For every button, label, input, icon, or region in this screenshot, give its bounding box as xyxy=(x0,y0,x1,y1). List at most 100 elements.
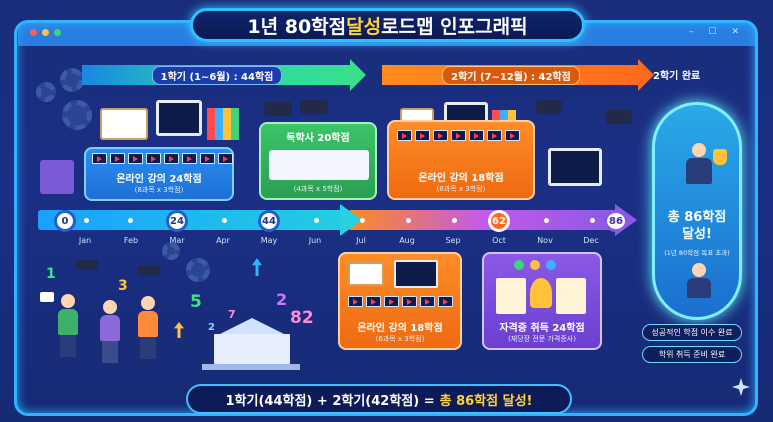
month-label: Mar xyxy=(169,236,185,245)
status-pill-credits: 성공적인 학점 이수 완료 xyxy=(642,324,742,341)
graduation-cap-icon xyxy=(536,100,562,114)
semester2-done-label: 2학기 완료 xyxy=(653,71,701,82)
student-icon xyxy=(58,294,78,357)
deco-number: 2 xyxy=(208,322,215,333)
deco-number: 1 xyxy=(46,266,56,282)
video-monitor-icon xyxy=(433,130,448,141)
timeline-tick xyxy=(222,218,227,223)
video-monitor-icon xyxy=(438,296,453,307)
open-book-icon xyxy=(348,262,384,286)
monitor-icon xyxy=(548,148,602,186)
gear-icon xyxy=(60,68,84,92)
student-icon xyxy=(138,296,158,359)
summary-banner: 1학기(44학점) + 2학기(42학점) = 총 86학점 달성! xyxy=(186,384,572,414)
video-monitor-icon xyxy=(200,153,215,164)
graduation-cap-icon xyxy=(606,110,632,124)
monitor-row xyxy=(92,153,233,164)
video-monitor-icon xyxy=(397,130,412,141)
card-certificate-24: 자격증 취득 24학점 (재당장 전문 가격증사) xyxy=(482,252,602,350)
video-monitor-icon xyxy=(218,153,233,164)
video-monitor-icon xyxy=(384,296,399,307)
card-self-study-20: 독학사 20학점 (4과목 x 5학점) xyxy=(259,122,377,200)
video-monitor-icon xyxy=(366,296,381,307)
summary-highlight: 총 86학점 달성! xyxy=(439,393,533,409)
timeline-tick xyxy=(544,218,549,223)
video-monitor-icon xyxy=(146,153,161,164)
month-label: Jan xyxy=(78,236,92,245)
card-subtitle: (6과목 x 3학점) xyxy=(436,185,486,193)
timeline-tick xyxy=(452,218,457,223)
card-title: 독학사 20학점 xyxy=(286,133,350,144)
milestone-node: 86 xyxy=(604,210,628,232)
card-subtitle: (재당장 전문 가격증사) xyxy=(508,335,576,343)
card-subtitle: (6과목 x 3학점) xyxy=(375,335,425,343)
card-online-18-a: 온라인 강의 18학점 (6과목 x 3학점) xyxy=(387,120,535,200)
graduate-with-trophy-icon xyxy=(679,263,719,303)
deco-number: 7 xyxy=(228,308,236,321)
badge-row xyxy=(514,260,556,270)
timeline-tick xyxy=(128,218,133,223)
student-icon xyxy=(100,300,120,363)
video-monitor-icon xyxy=(92,153,107,164)
card-subtitle: (4과목 x 5학점) xyxy=(293,185,343,193)
video-monitor-icon xyxy=(402,296,417,307)
window-dots xyxy=(30,29,61,36)
window-controls[interactable]: – ☐ ✕ xyxy=(689,27,745,37)
medal-icon xyxy=(530,278,552,308)
card-title: 온라인 강의 24학점 xyxy=(116,174,202,185)
video-monitor-icon xyxy=(182,153,197,164)
milestone-node: 44 xyxy=(258,210,280,232)
month-label: Apr xyxy=(216,236,230,245)
month-label: Jun xyxy=(308,236,322,245)
close-dot-icon[interactable] xyxy=(30,29,37,36)
certificate-icon xyxy=(556,278,586,314)
semester1-label: 1학기 (1~6월) : 44학점 xyxy=(151,65,283,85)
video-monitor-icon xyxy=(110,153,125,164)
video-monitor-icon xyxy=(505,130,520,141)
gear-icon xyxy=(62,100,92,130)
graduation-cap-icon xyxy=(264,102,292,116)
month-label: Dec xyxy=(583,236,599,245)
semester2-arrow: 2학기 (7~12월) : 42학점 xyxy=(382,59,654,91)
timeline-tick xyxy=(314,218,319,223)
title-text: 1년 80학점 xyxy=(247,15,347,38)
month-label: Oct xyxy=(492,236,506,245)
deco-number: 82 xyxy=(290,308,314,328)
timeline-tick xyxy=(360,218,365,223)
graduation-cap-icon xyxy=(300,100,328,114)
diploma-icon xyxy=(40,292,54,302)
timeline-bar-h2 xyxy=(348,210,618,230)
video-monitor-icon xyxy=(451,130,466,141)
books-icon xyxy=(207,108,239,140)
certificate-icon xyxy=(496,278,526,314)
maximize-dot-icon[interactable] xyxy=(54,29,61,36)
month-label: Aug xyxy=(399,236,415,245)
title-highlight: 달성 xyxy=(346,15,382,38)
video-monitor-icon xyxy=(415,130,430,141)
graduate-with-trophy-icon xyxy=(679,143,719,187)
graduation-cap-icon xyxy=(76,260,98,270)
video-monitor-icon xyxy=(469,130,484,141)
video-monitor-icon xyxy=(487,130,502,141)
card-online-24: 온라인 강의 24학점 (8과목 x 3학점) xyxy=(84,147,234,201)
timeline-tick xyxy=(406,218,411,223)
gear-icon xyxy=(186,258,210,282)
page-title: 1년 80학점 달성 로드맵 인포그래픽 xyxy=(190,8,585,42)
semester2-label: 2학기 (7~12월) : 42학점 xyxy=(442,65,580,85)
card-title: 자격증 취득 24학점 xyxy=(499,323,585,334)
minimize-dot-icon[interactable] xyxy=(42,29,49,36)
graduation-cap-icon xyxy=(138,266,160,276)
monitor-row xyxy=(348,296,453,307)
card-title: 온라인 강의 18학점 xyxy=(357,323,443,334)
laptop-icon xyxy=(394,260,438,288)
month-label: Jul xyxy=(356,236,366,245)
card-subtitle: (8과목 x 3학점) xyxy=(134,186,184,194)
card-title: 온라인 강의 18학점 xyxy=(418,173,504,184)
semester1-arrow: 1학기 (1~6월) : 44학점 xyxy=(82,59,366,91)
card-online-18-b: 온라인 강의 18학점 (6과목 x 3학점) xyxy=(338,252,462,350)
video-monitor-icon xyxy=(420,296,435,307)
deco-number: 3 xyxy=(118,278,128,294)
laptop-icon xyxy=(156,100,202,136)
